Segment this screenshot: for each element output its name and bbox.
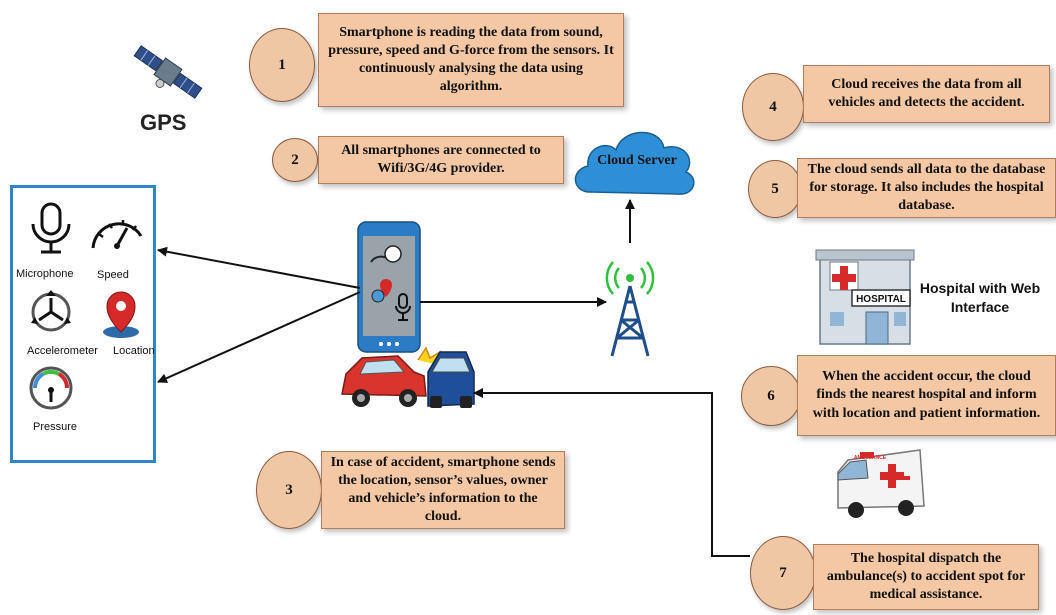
cloud-server-icon (574, 131, 695, 195)
step-6-text: When the accident occur, the cloud finds… (812, 369, 1041, 421)
step-2-circle: 2 (272, 138, 318, 182)
sensor-label-location: Location (113, 345, 155, 357)
step-7-text: The hospital dispatch the ambulance(s) t… (826, 550, 1026, 603)
step-4-circle: 4 (742, 73, 804, 141)
step-6-circle: 6 (741, 366, 801, 426)
accelerometer-icon (31, 290, 71, 332)
pressure-icon (29, 366, 73, 410)
step-4-number: 4 (769, 98, 777, 115)
location-icon (103, 291, 139, 338)
step-2-number: 2 (291, 151, 299, 168)
step-4-text: Cloud receives the data from all vehicle… (828, 76, 1025, 110)
speed-icon (91, 220, 143, 249)
ambulance-icon (837, 449, 925, 518)
step-7-circle: 7 (750, 536, 816, 610)
step-5-number: 5 (771, 180, 779, 197)
step-4-box: Cloud receives the data from all vehicle… (803, 65, 1050, 123)
step-1-box: Smartphone is reading the data from soun… (318, 13, 624, 107)
smartphone-icon (357, 221, 421, 353)
step-3-number: 3 (285, 481, 293, 498)
cell-tower-icon (605, 261, 655, 357)
sensor-label-speed: Speed (97, 269, 129, 281)
ambulance-sign: AMBULANCE (854, 455, 887, 461)
step-3-text: In case of accident, smartphone sends th… (330, 454, 556, 525)
step-5-text: The cloud sends all data to the database… (807, 161, 1046, 214)
hospital-sign: HOSPITAL (856, 294, 906, 305)
microphone-icon (31, 202, 71, 254)
step-1-text: Smartphone is reading the data from soun… (328, 24, 614, 95)
step-6-number: 6 (767, 387, 775, 404)
step-2-box: All smartphones are connected to Wifi/3G… (318, 136, 564, 184)
step-3-box: In case of accident, smartphone sends th… (321, 451, 565, 529)
gps-label: GPS (140, 110, 187, 135)
car-crash-icon (341, 346, 475, 408)
step-3-circle: 3 (256, 451, 322, 529)
hospital-icon (815, 249, 915, 345)
cloud-server-label: Cloud Server (597, 153, 677, 168)
step-2-text: All smartphones are connected to Wifi/3G… (341, 142, 541, 176)
arrow-ambulance-to-accident (473, 388, 750, 557)
sensor-label-pressure: Pressure (33, 421, 78, 433)
sensor-panel: Microphone Speed Accelerometer Location … (10, 185, 156, 463)
gps-satellite-icon (133, 45, 203, 99)
step-5-box: The cloud sends all data to the database… (797, 158, 1056, 218)
sensor-label-microphone: Microphone (16, 268, 74, 280)
arrow-phone-to-sensors-top (157, 246, 361, 289)
hospital-caption: Hospital with Web Interface (919, 280, 1041, 315)
step-7-box: The hospital dispatch the ambulance(s) t… (813, 544, 1039, 610)
step-6-box: When the accident occur, the cloud finds… (797, 355, 1056, 436)
step-5-circle: 5 (748, 160, 802, 218)
step-1-number: 1 (278, 56, 286, 73)
arrow-phone-to-sensors-bottom (157, 291, 361, 383)
step-1-circle: 1 (249, 28, 315, 102)
step-7-number: 7 (779, 564, 787, 581)
sensor-label-accelerometer: Accelerometer (27, 345, 98, 357)
